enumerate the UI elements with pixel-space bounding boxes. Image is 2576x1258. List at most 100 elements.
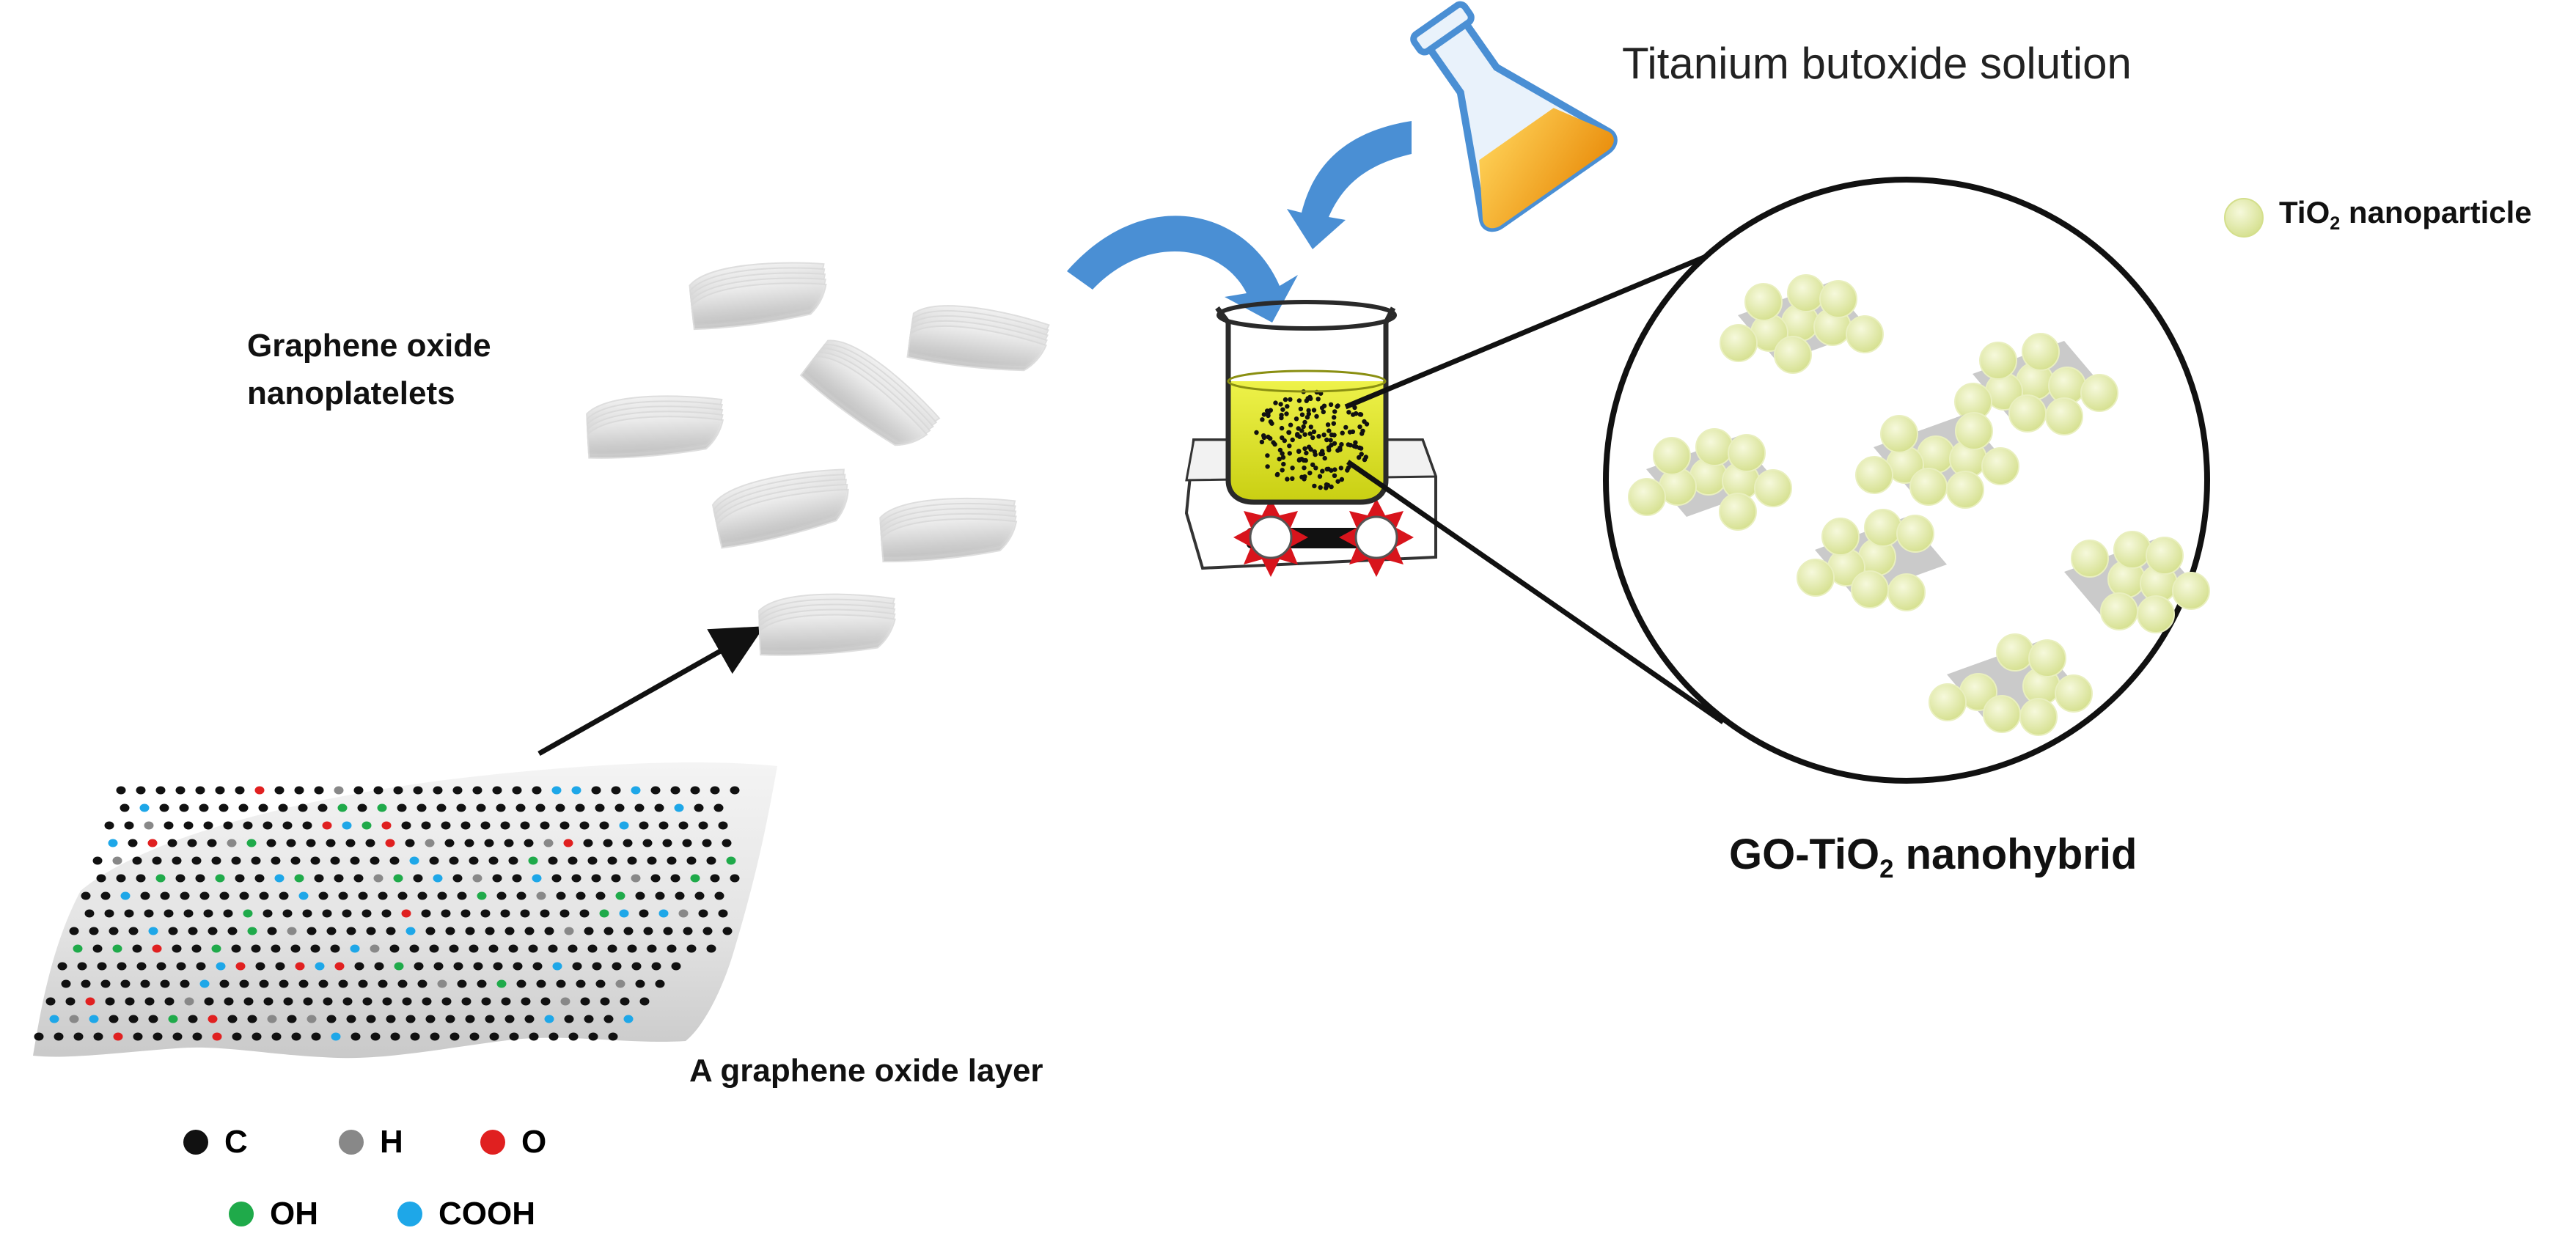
atom <box>227 1015 238 1023</box>
atom <box>667 944 677 953</box>
atom <box>199 979 210 988</box>
tio2-nanoparticle <box>1880 415 1918 453</box>
atom <box>136 962 147 971</box>
atom <box>504 1015 515 1023</box>
atom <box>670 874 680 883</box>
atom <box>619 909 629 918</box>
atom <box>85 997 95 1006</box>
atom <box>543 839 554 847</box>
atom <box>524 1015 535 1023</box>
atom <box>362 997 373 1006</box>
atom <box>113 1032 123 1041</box>
atom <box>726 856 736 865</box>
atom <box>168 927 178 935</box>
particle <box>1285 404 1290 409</box>
atom <box>702 839 712 847</box>
atom <box>634 803 645 812</box>
particle <box>1358 446 1364 451</box>
atom <box>112 944 122 953</box>
atom <box>100 979 111 988</box>
atom <box>195 874 205 883</box>
atom <box>354 962 364 971</box>
burner-knob-right <box>1339 499 1414 577</box>
atom <box>481 997 491 1006</box>
graphene-oxide-nanoplatelets <box>586 262 1050 656</box>
tio2-nanoparticle <box>2113 531 2151 569</box>
atom <box>326 839 336 847</box>
atom <box>603 1015 614 1023</box>
atom <box>476 803 486 812</box>
atom <box>572 962 582 971</box>
atom <box>437 979 447 988</box>
atom <box>607 856 617 865</box>
particle <box>1320 449 1325 454</box>
atom <box>682 839 692 847</box>
atom <box>650 786 661 795</box>
blue-arrow-left <box>1067 216 1298 323</box>
atom <box>381 821 392 830</box>
particle <box>1354 411 1359 416</box>
atom <box>623 927 634 935</box>
layer-to-platelets-arrow <box>537 626 765 757</box>
atom <box>275 962 285 971</box>
atom <box>203 821 213 830</box>
atom <box>160 979 170 988</box>
atom <box>263 997 274 1006</box>
atom <box>298 803 308 812</box>
atom <box>623 1015 634 1023</box>
atom <box>445 927 455 935</box>
beaker <box>1215 300 1397 505</box>
atom <box>252 1032 262 1041</box>
atom <box>655 891 665 900</box>
tio2-nanoparticle-label: TiO2 nanoparticle <box>2279 195 2532 234</box>
atom <box>330 944 340 953</box>
atom <box>469 856 479 865</box>
tio2-nanoparticle <box>1946 471 1984 509</box>
particle <box>1335 479 1340 484</box>
atom <box>318 891 329 900</box>
atom <box>457 891 467 900</box>
atom <box>180 891 190 900</box>
particle <box>1319 405 1325 411</box>
atom <box>504 927 515 935</box>
atom <box>456 803 466 812</box>
tio2-nanoparticle <box>1909 468 1948 506</box>
particle <box>1308 446 1313 452</box>
atom <box>414 962 424 971</box>
atom <box>298 891 309 900</box>
atom <box>120 891 131 900</box>
atom <box>128 839 138 847</box>
atom <box>267 927 277 935</box>
atom <box>172 856 182 865</box>
atom <box>603 839 613 847</box>
atom <box>730 874 740 883</box>
atom <box>219 803 229 812</box>
atom <box>92 856 103 865</box>
atom <box>279 979 289 988</box>
atom <box>401 909 411 918</box>
atom <box>263 821 273 830</box>
atom <box>453 962 463 971</box>
atom <box>104 821 114 830</box>
atom <box>81 979 91 988</box>
atom <box>642 839 653 847</box>
atom <box>611 786 621 795</box>
atom <box>698 909 708 918</box>
atom <box>116 786 126 795</box>
atom <box>706 944 716 953</box>
graphene-oxide-nanoplatelets-label: Graphene oxide nanoplatelets <box>247 328 491 411</box>
atom <box>199 803 209 812</box>
atom <box>591 786 601 795</box>
atom <box>73 944 83 953</box>
tio2-nanoparticle <box>1819 280 1857 318</box>
atom <box>287 927 297 935</box>
legend-item-cooh: COOH <box>397 1196 535 1232</box>
atom <box>216 962 226 971</box>
tio2-nanoparticle <box>2146 537 2184 575</box>
particle <box>1332 415 1337 420</box>
atom <box>132 856 142 865</box>
atom <box>331 1032 341 1041</box>
tio2-nanoparticle <box>2008 394 2047 433</box>
atom <box>370 944 380 953</box>
tio2-nanoparticle <box>1855 456 1893 494</box>
